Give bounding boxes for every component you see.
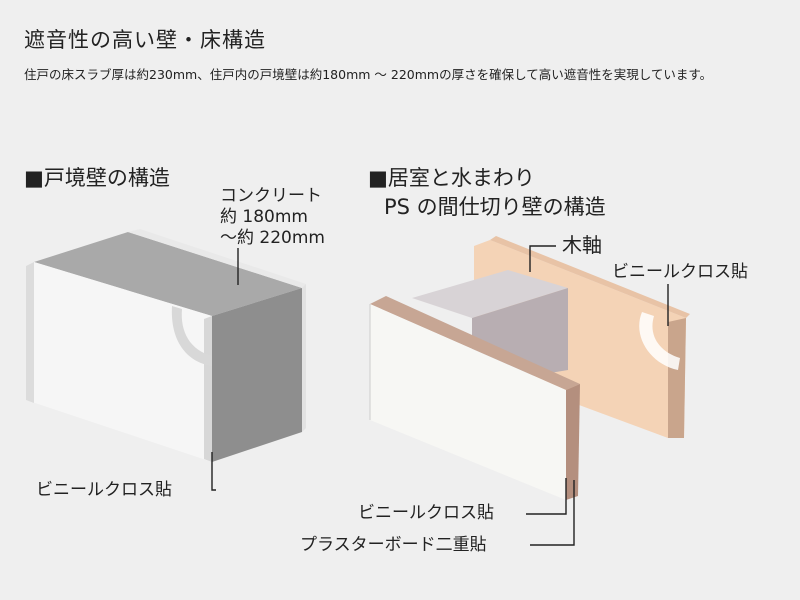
back-vinyl-label: ビニールクロス貼 [612, 262, 748, 282]
right-heading-line1: ■居室と水まわり [368, 166, 535, 190]
concrete-label-line2: 約 180mm [220, 207, 308, 227]
page-description: 住戸の床スラブ厚は約230mm、住戸内の戸境壁は約180mm 〜 220mmの厚… [24, 67, 713, 82]
front-board-top-edge [370, 296, 580, 390]
interior-partition-illustration [369, 236, 690, 546]
left-vinyl-label: ビニールクロス貼 [36, 480, 172, 500]
wood-frame-label: 木軸 [562, 233, 602, 257]
back-cloth-layer [128, 229, 306, 288]
back-board-edge [668, 318, 686, 438]
cloth-edge-strip [204, 316, 212, 462]
vinyl-cloth-front-face [26, 262, 212, 462]
front-vinyl-label: ビニールクロス貼 [358, 503, 494, 523]
front-board-side-edge [566, 384, 580, 500]
concrete-label-line3: 〜約 220mm [220, 228, 325, 248]
plasterboard-label: プラスターボード二重貼 [300, 535, 487, 555]
back-cloth-curl [639, 312, 680, 370]
wood-frame-top [412, 270, 568, 318]
concrete-top-face [34, 232, 302, 316]
cloth-curl [171, 306, 212, 366]
front-vinyl-face [370, 304, 566, 500]
concrete-side-face [212, 288, 302, 462]
partition-wall-illustration [26, 229, 306, 491]
left-heading: ■戸境壁の構造 [24, 166, 170, 190]
page-title: 遮音性の高い壁・床構造 [24, 28, 266, 52]
right-heading-line2: PS の間仕切り壁の構造 [384, 195, 606, 219]
concrete-label-line1: コンクリート [220, 186, 322, 206]
